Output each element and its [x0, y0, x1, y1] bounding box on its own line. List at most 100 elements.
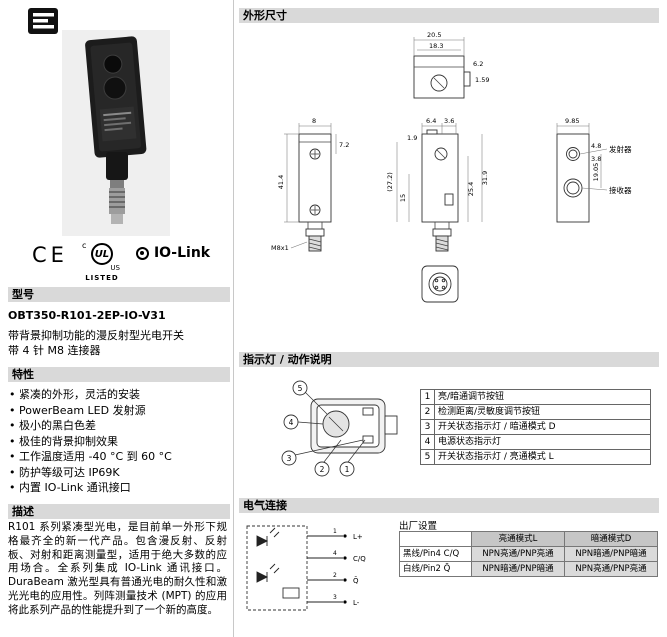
wire-label: L+	[353, 533, 363, 541]
indicator-legend-table: 1 亮/暗通调节按钮 2 检测距离/灵敏度调节按钮 3 开关状态指示灯 / 暗通…	[420, 389, 651, 465]
mode-value: NPN暗通/PNP暗通	[564, 546, 658, 562]
model-section-header: 型号	[8, 287, 230, 302]
legend-num: 2	[420, 404, 435, 420]
col-header-light-on: 亮通模式L	[471, 531, 565, 547]
dim-label: 3.8	[591, 155, 601, 163]
legend-text: 检测距离/灵敏度调节按钮	[434, 404, 651, 420]
model-description-line: 带 4 针 M8 连接器	[8, 344, 101, 357]
wiring-diagram: 1 4 2 3 L+ C/Q Q̄ L-	[246, 525, 366, 611]
front-view: 8 7.2 41.4 M8x1	[271, 117, 349, 252]
description-text: R101 系列紧凑型光电，是目前单一外形下规格最齐全的新一代产品。包含漫反射、反…	[8, 521, 227, 616]
dim-label: M8x1	[271, 244, 289, 252]
table-row: 2 检测距离/灵敏度调节按钮	[420, 404, 651, 420]
features-list: 紧凑的外形，灵活的安装 PowerBeam LED 发射源 极小的黑白色差 极佳…	[8, 387, 232, 496]
feature-item: 极小的黑白色差	[8, 418, 232, 434]
model-description-line: 带背景抑制功能的漫反射型光电开关	[8, 329, 184, 342]
column-divider	[233, 0, 234, 637]
table-row: 黑线/Pin4 C/Q NPN亮通/PNP亮通 NPN暗通/PNP暗通	[399, 546, 658, 562]
table-row: 3 开关状态指示灯 / 暗通模式 D	[420, 419, 651, 435]
optoelement-symbols	[256, 527, 300, 599]
dimensions-section-header: 外形尺寸	[239, 8, 659, 23]
indicators-section-header: 指示灯 / 动作说明	[239, 352, 659, 367]
face-view: 9.85 4.8 3.8 19.05 发射器 接收器	[556, 117, 632, 223]
legend-num: 4	[420, 434, 435, 450]
ul-c-label: c	[81, 241, 87, 250]
connector-end-view	[421, 265, 459, 303]
certification-row: CE c UL US LISTED IO-Link	[32, 241, 210, 284]
description-section-title: 描述	[12, 505, 34, 518]
wire-label: C/Q	[353, 555, 366, 563]
table-row: 亮通模式L 暗通模式D	[399, 531, 658, 547]
electrical-section-header: 电气连接	[239, 498, 659, 513]
callout-3: 3	[287, 454, 292, 463]
sensor-connector	[106, 152, 128, 224]
dimension-drawing: 20.5 18.3 6.2 1.59 8 7.2 41.4	[271, 31, 632, 303]
legend-text: 电源状态指示灯	[434, 434, 651, 450]
dimensions-section-title: 外形尺寸	[243, 9, 287, 22]
feature-item: 防护等级可达 IP69K	[8, 465, 232, 481]
features-section-header: 特性	[8, 367, 230, 382]
dim-label: 6.4	[426, 117, 436, 125]
model-description: 带背景抑制功能的漫反射型光电开关 带 4 针 M8 连接器	[8, 328, 230, 358]
features-section-title: 特性	[12, 368, 34, 381]
ul-listed-mark: c UL US LISTED	[81, 241, 120, 284]
pin-number: 2	[333, 572, 337, 579]
brand-logo	[28, 6, 64, 40]
table-row: 5 开关状态指示灯 / 亮通模式 L	[420, 449, 651, 465]
sensor-photo-illustration	[62, 30, 170, 236]
ce-mark: CE	[32, 243, 68, 267]
ul-circle: UL	[90, 243, 113, 265]
callout-1: 1	[345, 465, 350, 474]
wire-label: Q̄	[353, 576, 359, 585]
dim-label: 4.8	[591, 142, 601, 150]
dim-label: 20.5	[427, 31, 441, 39]
sensor-body	[85, 36, 147, 158]
callouts: 5 4 3 2 1	[281, 380, 366, 477]
dim-label: 41.4	[277, 175, 285, 189]
io-link-icon	[135, 246, 149, 260]
dim-label: 18.3	[429, 42, 443, 50]
electrical-section-title: 电气连接	[243, 499, 287, 512]
callout-5: 5	[298, 384, 303, 393]
wires: 1 4 2 3 L+ C/Q Q̄ L-	[307, 528, 366, 607]
ul-listed-label: LISTED	[85, 274, 119, 282]
dim-label: (27.2)	[386, 172, 394, 192]
dim-label: 31.9	[481, 171, 489, 185]
pin-number: 4	[333, 550, 337, 557]
model-section-title: 型号	[12, 288, 34, 301]
mode-value: NPN暗通/PNP暗通	[471, 561, 565, 577]
legend-text: 开关状态指示灯 / 亮通模式 L	[434, 449, 651, 465]
top-view: 20.5 18.3 6.2 1.59	[413, 31, 489, 99]
dim-label: 19.05	[592, 163, 600, 182]
feature-item: 工作温度适用 -40 °C 到 60 °C	[8, 449, 232, 465]
feature-item: 内置 IO-Link 通讯接口	[8, 480, 232, 496]
sensor-top-face	[310, 398, 398, 454]
dim-label: 1.59	[475, 76, 489, 84]
mode-value: NPN亮通/PNP亮通	[471, 546, 565, 562]
dim-label: 6.2	[473, 60, 483, 68]
table-row: 白线/Pin2 Q̄ NPN暗通/PNP暗通 NPN亮通/PNP亮通	[399, 561, 658, 577]
wire-row-label: 白线/Pin2 Q̄	[399, 561, 472, 577]
indicator-diagram: 5 4 3 2 1	[281, 380, 398, 477]
legend-num: 5	[420, 449, 435, 465]
legend-text: 亮/暗通调节按钮	[434, 389, 651, 405]
dim-label: 1.9	[407, 134, 417, 142]
empty-corner-cell	[399, 531, 472, 547]
table-row: 1 亮/暗通调节按钮	[420, 389, 651, 405]
pin-number: 1	[333, 528, 337, 535]
dim-label: 25.4	[467, 182, 475, 196]
description-section-header: 描述	[8, 504, 230, 519]
callout-2: 2	[320, 465, 325, 474]
dim-label: 7.2	[339, 141, 349, 149]
brand-logo-icon	[28, 8, 58, 34]
side-view: 6.4 3.6 1.9 (27.2) 15 25.4 31.9	[386, 117, 489, 252]
legend-text: 开关状态指示灯 / 暗通模式 D	[434, 419, 651, 435]
col-header-dark-on: 暗通模式D	[564, 531, 658, 547]
feature-item: 紧凑的外形，灵活的安装	[8, 387, 232, 403]
factory-setting-label: 出厂设置	[399, 521, 438, 532]
dim-label: 9.85	[565, 117, 579, 125]
product-photo	[62, 30, 170, 236]
receiver-label: 接收器	[609, 185, 632, 195]
dim-label: 15	[399, 194, 407, 202]
